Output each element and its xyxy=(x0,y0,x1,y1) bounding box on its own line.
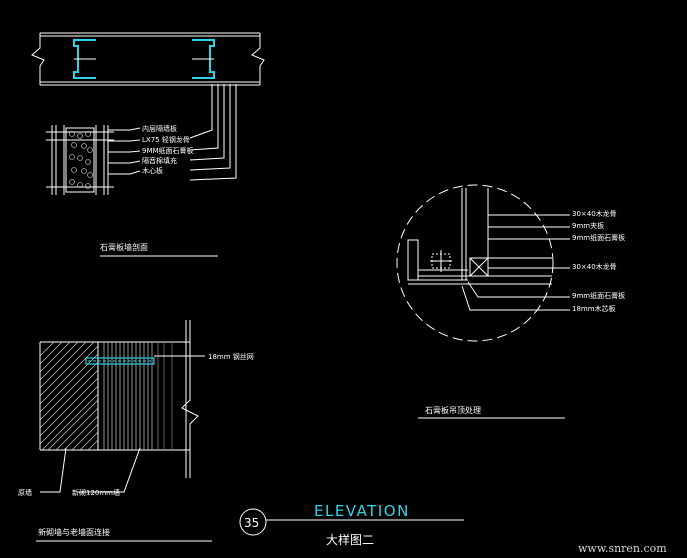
connection-callout-old-wall: 原墙 xyxy=(18,488,32,497)
wall-section-detail xyxy=(46,125,218,257)
connection-callout-new-wall: 新砌120mm墙 xyxy=(72,488,120,497)
watermark: www.snren.com xyxy=(578,542,667,555)
section-callout-3: 9MM纸面石膏板 xyxy=(142,146,194,155)
wall-connection-title: 新砌墙与老墙面连接 xyxy=(38,527,110,537)
ceiling-callout-4: 30×40木龙骨 xyxy=(572,262,617,271)
drawing-number: 35 xyxy=(244,516,259,530)
ceiling-circle-detail xyxy=(396,184,570,419)
wall-connection-detail xyxy=(36,320,212,542)
ceiling-callout-3: 9mm纸面石膏板 xyxy=(572,233,625,242)
ceiling-detail-title: 石膏板吊顶处理 xyxy=(425,405,481,415)
ceiling-callout-6: 18mm木芯板 xyxy=(572,304,616,313)
wall-section-title: 石膏板墙剖面 xyxy=(100,242,148,252)
ceiling-callout-1: 30×40木龙骨 xyxy=(572,209,617,218)
drawing-subtitle: 大样图二 xyxy=(326,532,374,547)
plan-strip-detail xyxy=(31,32,265,181)
elevation-label: ELEVATION xyxy=(314,502,410,520)
section-callout-4: 隔音棉填充 xyxy=(142,156,177,165)
ceiling-callout-5: 9mm纸面石膏板 xyxy=(572,291,625,300)
title-block xyxy=(239,508,464,536)
section-callout-2: LX75 轻钢龙骨 xyxy=(142,135,190,144)
connection-callout-mesh: 18mm 钢丝网 xyxy=(208,352,254,361)
section-callout-1: 内层隔墙板 xyxy=(142,124,177,133)
section-callout-5: 木心板 xyxy=(142,166,163,175)
ceiling-callout-2: 9mm夹板 xyxy=(572,221,604,230)
